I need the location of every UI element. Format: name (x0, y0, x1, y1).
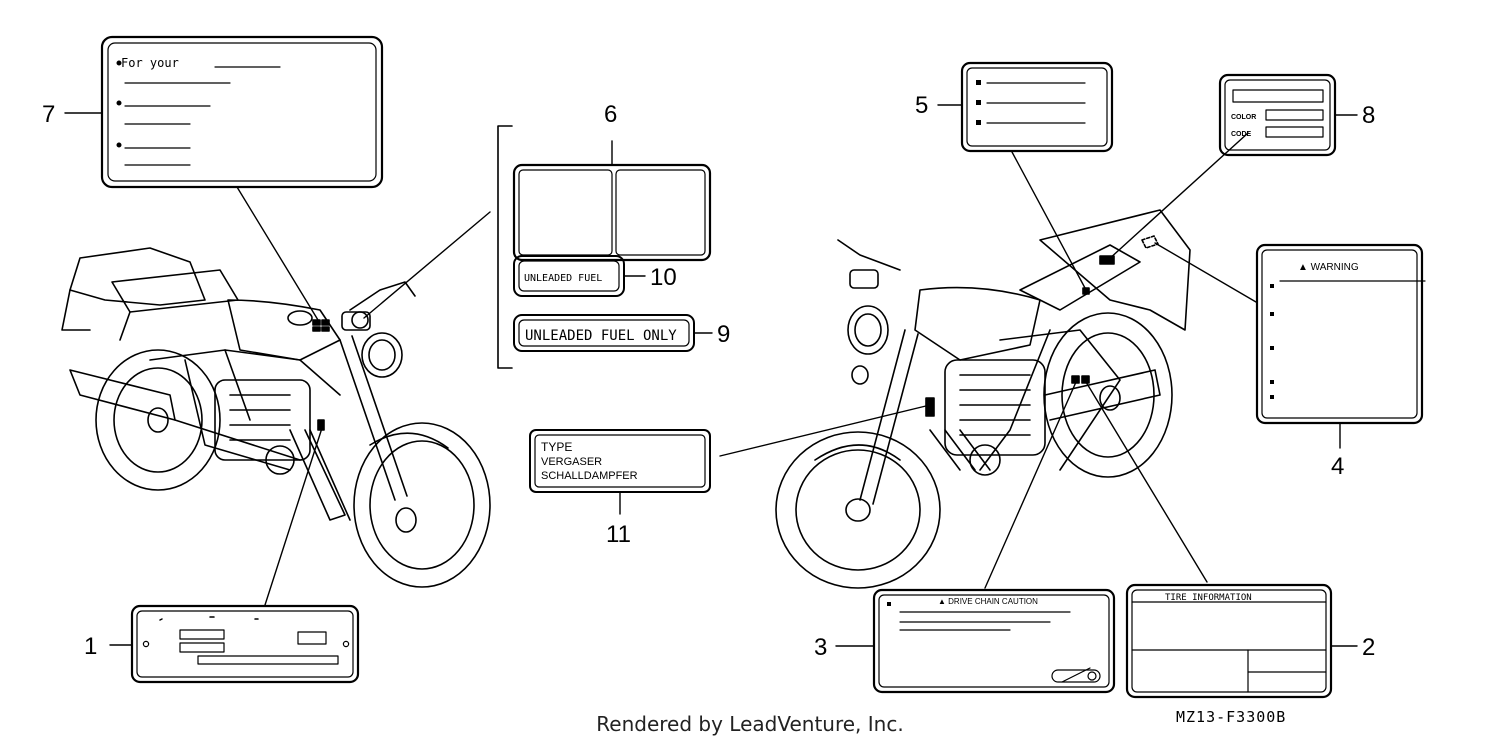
label-4-warning (1255, 243, 1426, 449)
callout-3: 3 (814, 634, 827, 661)
rendered-by-credit: Rendered by LeadVenture, Inc. (596, 712, 904, 736)
callout-11: 11 (606, 521, 631, 548)
label-9-unleaded-fuel-only (513, 314, 713, 352)
callout-8: 8 (1362, 102, 1375, 129)
drive-chain-caution-text: ▲ DRIVE CHAIN CAUTION (938, 597, 1038, 606)
right-motorcycle (775, 209, 1191, 589)
label-11-type-label (529, 429, 711, 515)
label-10-unleaded-fuel (513, 255, 646, 297)
label-7-owner-manual-notice (100, 35, 384, 189)
diagram-part-code: MZ13-F3300B (1176, 708, 1287, 726)
callout-1: 1 (84, 633, 97, 660)
type-line-3: SCHALLDAMPFER (541, 470, 638, 482)
callout-10: 10 (650, 264, 677, 291)
group-bracket (497, 125, 513, 369)
label-2-tire-information (1125, 583, 1358, 699)
left-motorcycle (61, 247, 491, 588)
label-5-caution-list (937, 61, 1114, 153)
label-3-drive-chain-caution (835, 588, 1116, 694)
callout-9: 9 (717, 321, 730, 348)
callout-2: 2 (1362, 634, 1375, 661)
label-8-color-code (1218, 73, 1358, 157)
label-6-blank-emblem (512, 140, 712, 262)
unleaded-fuel-text: UNLEADED FUEL (524, 273, 602, 284)
type-line-1: TYPE (541, 440, 572, 454)
warning-text: ▲ WARNING (1298, 262, 1359, 273)
callout-7: 7 (42, 101, 55, 128)
tire-information-text: TIRE INFORMATION (1165, 593, 1252, 603)
code-text: CODE (1231, 131, 1252, 138)
type-line-2: VERGASER (541, 456, 602, 468)
unleaded-fuel-only-text: UNLEADED FUEL ONLY (525, 328, 677, 344)
label-1-frame-plate (109, 604, 360, 684)
callout-5: 5 (915, 92, 928, 119)
color-text: COLOR (1231, 114, 1256, 121)
callout-6: 6 (604, 101, 617, 128)
callout-4: 4 (1331, 453, 1344, 480)
leader-lines (236, 132, 1257, 606)
owner-manual-text: For your (121, 56, 179, 70)
